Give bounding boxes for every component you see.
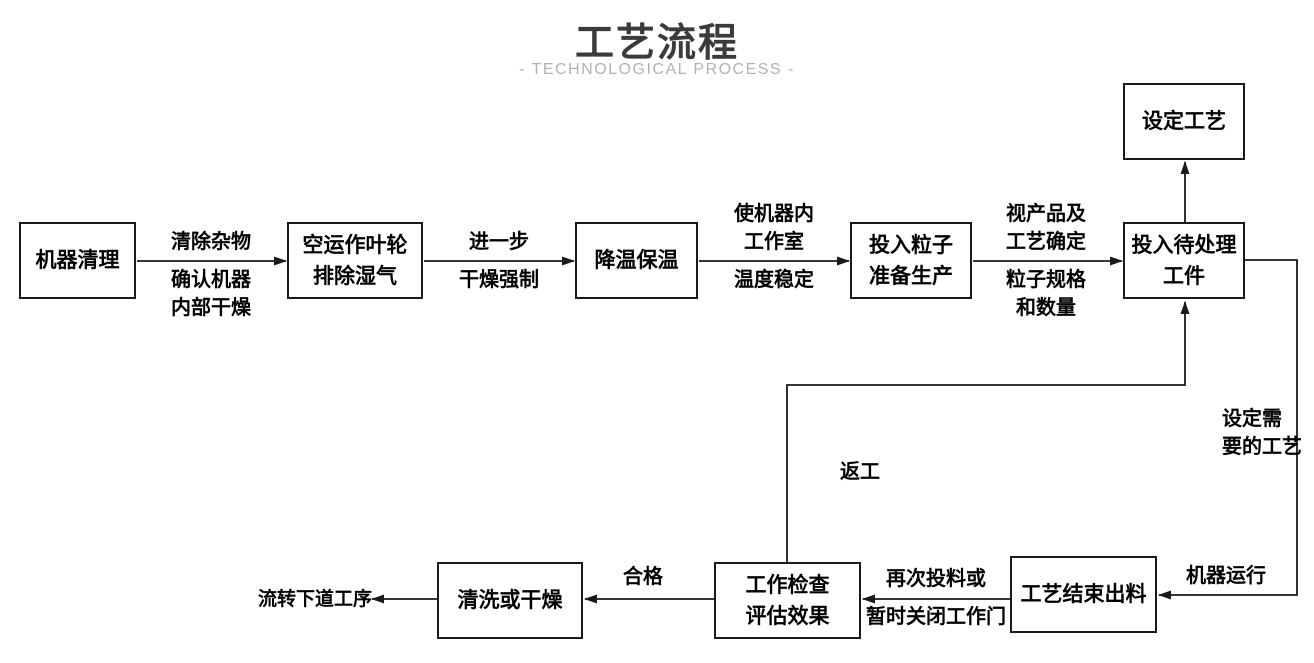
node-process-end-discharge: 工艺结束出料	[1010, 556, 1157, 633]
node-label: 清洗或干燥	[457, 589, 563, 612]
node-label: 降温保温	[594, 249, 679, 272]
node-set-process: 设定工艺	[1123, 83, 1245, 160]
edge-label-particles-to-workpiece-below: 粒子规格 和数量	[1006, 269, 1086, 319]
edge-label-rework: 返工	[840, 461, 880, 483]
node-label: 工作检查	[745, 573, 830, 597]
node-label: 工件	[1163, 264, 1205, 288]
edge-label-cooling-to-particles-below: 温度稳定	[734, 269, 814, 291]
node-label: 设定工艺	[1142, 110, 1226, 133]
edge-label-machine-running: 机器运行	[1186, 565, 1266, 587]
edge-label-clean-to-impeller-below: 确认机器 内部干燥	[171, 269, 251, 319]
edge-label-discharge-to-inspection-below: 暂时关闭工作门	[866, 606, 1006, 628]
page-title: 工艺流程	[574, 22, 739, 65]
node-feed-particles: 投入粒子 准备生产	[850, 222, 972, 299]
node-work-inspection: 工作检查 评估效果	[714, 562, 861, 639]
node-clean-or-dry: 清洗或干燥	[437, 562, 583, 639]
edge-label-clean-to-impeller-above: 清除杂物	[171, 231, 251, 253]
node-idle-run-impeller: 空运作叶轮 排除湿气	[287, 222, 423, 299]
edge-label-particles-to-workpiece-above: 视产品及 工艺确定	[1006, 203, 1086, 253]
edge-label-impeller-to-cooling-below: 干燥强制	[459, 269, 539, 291]
edge-label-impeller-to-cooling-above: 进一步	[469, 231, 529, 253]
edge-workpiece-to-discharge	[1158, 259, 1298, 600]
edge-label-set-needed-process: 设定需 要的工艺	[1222, 408, 1302, 458]
node-label: 机器清理	[35, 249, 120, 272]
edge-label-discharge-to-inspection-above: 再次投料或	[886, 568, 986, 590]
edge-inspection-rework-to-workpiece	[786, 301, 1190, 562]
edge-label-cooling-to-particles-above: 使机器内 工作室	[734, 203, 814, 253]
node-label: 准备生产	[869, 264, 953, 288]
node-machine-cleaning: 机器清理	[19, 222, 136, 299]
node-label: 投入待处理	[1131, 233, 1237, 257]
node-label: 工艺结束出料	[1020, 583, 1147, 606]
node-label: 投入粒子	[869, 233, 953, 257]
node-feed-workpiece: 投入待处理 工件	[1123, 222, 1245, 299]
page-subtitle: - TECHNOLOGICAL PROCESS -	[519, 61, 795, 78]
terminal-next-process: 流转下道工序	[258, 589, 373, 610]
node-label: 空运作叶轮	[302, 233, 408, 257]
node-label: 排除湿气	[313, 264, 397, 288]
node-cooling-insulation: 降温保温	[575, 222, 698, 299]
edge-label-qualified: 合格	[623, 566, 663, 588]
node-label: 评估效果	[745, 604, 830, 628]
